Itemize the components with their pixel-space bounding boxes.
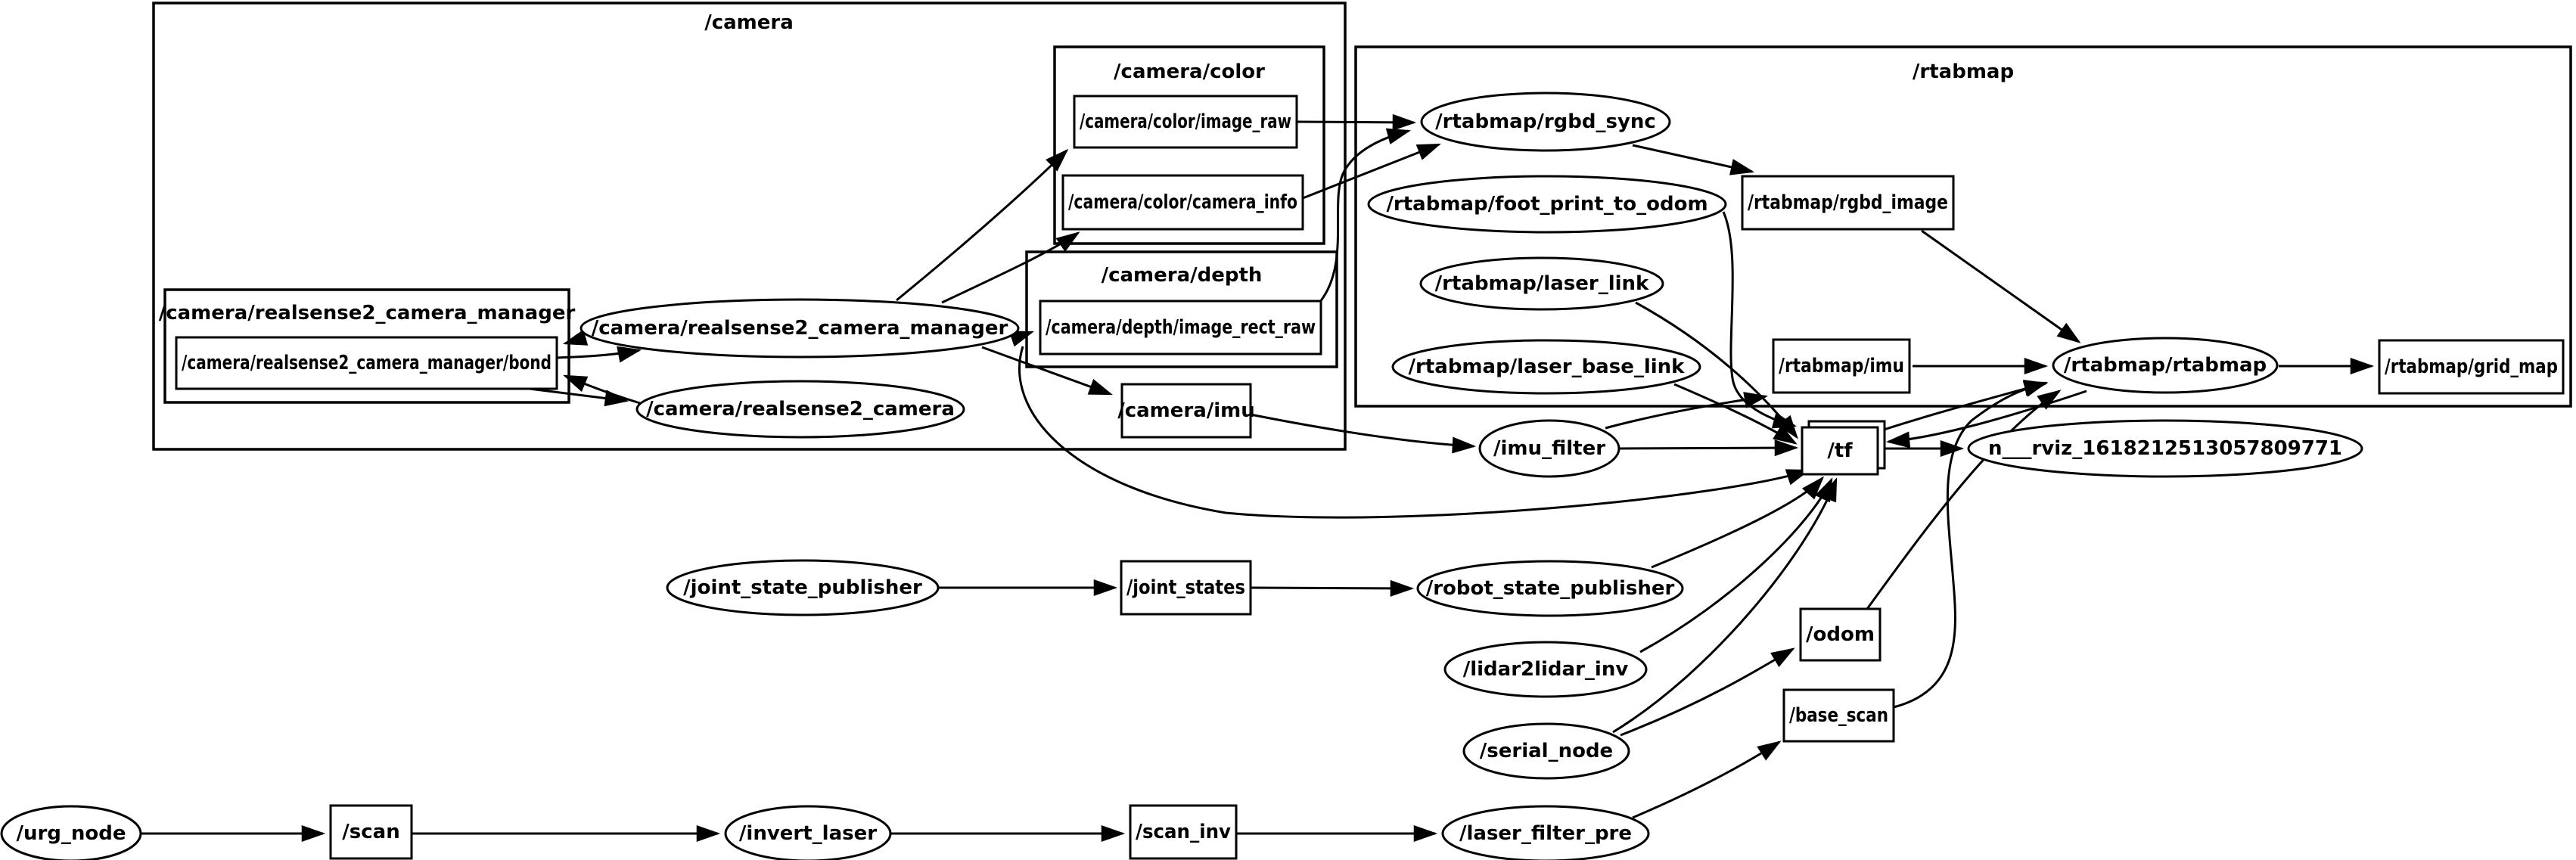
- edge-camera-realsense2-camera-manager-node-to-camera-depth-image-rect-raw-topic: [1008, 331, 1034, 347]
- edge-rtabmap-rgbd-image-topic-to-rtabmap-rtabmap-node: [1921, 229, 2081, 343]
- rtabmap-rgbd-sync-node: [1420, 92, 1671, 152]
- edge-camera-color-camera-info-topic-to-rtabmap-rgbd-sync-node: [1302, 143, 1441, 200]
- cluster-label-camera: /camera: [704, 11, 794, 34]
- scan-inv-topic-label: /scan_inv: [1136, 821, 1231, 843]
- laser-filter-pre-node: [1441, 805, 1650, 860]
- cluster-camera-color: [1053, 45, 1325, 245]
- camera-imu-topic: [1120, 383, 1252, 439]
- base-scan-topic: [1782, 688, 1895, 743]
- cluster-label-camera-manager-group: /camera/realsense2_camera_manager: [159, 302, 576, 324]
- base-scan-topic-label: /base_scan: [1789, 704, 1888, 727]
- rtabmap-imu-topic-label: /rtabmap/imu: [1779, 355, 1904, 377]
- scan-topic: [329, 804, 413, 860]
- rtabmap-laser-link-node: [1419, 256, 1664, 311]
- serial-node-label: /serial_node: [1480, 740, 1613, 762]
- rviz-node: [1967, 419, 2363, 478]
- joint-states-topic-label: /joint_states: [1126, 576, 1245, 599]
- edge-camera-realsense2-camera-manager-bond-topic-to-camera-realsense2-camera-manager-node: [556, 346, 642, 363]
- rtabmap-rgbd-sync-node-label: /rtabmap/rgbd_sync: [1435, 110, 1656, 133]
- edge-camera-depth-image-rect-raw-topic-to-rtabmap-rgbd-sync-node: [1318, 128, 1412, 303]
- cluster-label-camera-depth: /camera/depth: [1102, 264, 1263, 287]
- edge-camera-realsense2-camera-manager-node-to-camera-color-camera-info-topic: [941, 231, 1080, 304]
- rtabmap-grid-map-topic-label: /rtabmap/grid_map: [2385, 355, 2558, 378]
- joint-state-publisher-node-label: /joint_state_publisher: [683, 576, 922, 599]
- cluster-label-rtabmap: /rtabmap: [1913, 61, 2014, 83]
- odom-topic: [1799, 607, 1882, 662]
- camera-depth-image-rect-raw-topic: [1039, 300, 1322, 355]
- camera-depth-image-rect-raw-topic-label: /camera/depth/image_rect_raw: [1046, 316, 1316, 339]
- camera-realsense2-camera-node: [635, 380, 965, 439]
- edge-camera-realsense2-camera-manager-node-to-camera-color-image-raw-topic: [896, 148, 1069, 302]
- cluster-camera-manager-group: [163, 288, 570, 404]
- scan-inv-topic: [1129, 804, 1238, 860]
- camera-realsense2-camera-manager-bond-topic: [175, 336, 558, 390]
- cluster-camera-depth: [1025, 250, 1338, 368]
- camera-realsense2-camera-manager-bond-topic-label: /camera/realsense2_camera_manager/bond: [182, 352, 552, 374]
- laser-filter-pre-node-label: /laser_filter_pre: [1459, 822, 1632, 845]
- camera-realsense2-camera-manager-node-label: /camera/realsense2_camera_manager: [592, 317, 1008, 340]
- rtabmap-rtabmap-node: [2052, 337, 2279, 394]
- rtabmap-foot-print-to-odom-node: [1367, 175, 1727, 234]
- camera-realsense2-camera-node-label: /camera/realsense2_camera: [646, 398, 955, 421]
- edge-rtabmap-rgbd-sync-node-to-rtabmap-rgbd-image-topic: [1632, 144, 1755, 175]
- rtabmap-rgbd-image-topic-label: /rtabmap/rgbd_image: [1748, 191, 1948, 214]
- rtabmap-laser-base-link-node: [1391, 339, 1701, 395]
- urg-node-label: /urg_node: [16, 822, 126, 845]
- edge-camera-realsense2-camera-node-to-camera-realsense2-camera-manager-bond-topic: [563, 374, 641, 405]
- invert-laser-node: [724, 805, 892, 860]
- cluster-label-camera-color: /camera/color: [1114, 61, 1265, 83]
- edge-laser-filter-pre-node-to-base-scan-topic: [1632, 740, 1782, 819]
- imu-filter-node: [1478, 419, 1620, 478]
- tf-topic: [1801, 426, 1879, 476]
- edge-serial-node-to-odom-topic: [1620, 647, 1795, 737]
- robot-state-publisher-node: [1416, 560, 1684, 617]
- edge-tf-topic-to-rtabmap-rtabmap-node: [1878, 380, 2049, 433]
- edge-rtabmap-rtabmap-node-to-tf-topic: [1885, 390, 2087, 449]
- joint-states-topic: [1120, 560, 1252, 616]
- robot-state-publisher-node-label: /robot_state_publisher: [1426, 577, 1675, 600]
- edge-rtabmap-laser-base-link-node-to-tf-topic: [1673, 383, 1798, 445]
- scan-topic-label: /scan: [342, 821, 399, 843]
- edge-camera-realsense2-camera-manager-bond-topic-to-camera-realsense2-camera-node: [529, 387, 629, 407]
- rtabmap-rgbd-image-topic: [1741, 175, 1955, 231]
- imu-filter-node-label: /imu_filter: [1493, 437, 1605, 460]
- camera-color-camera-info-topic-label: /camera/color/camera_info: [1068, 191, 1297, 214]
- odom-topic-label: /odom: [1806, 623, 1875, 646]
- edge-serial-node-to-tf-topic: [1612, 477, 1838, 734]
- camera-color-image-raw-topic-label: /camera/color/image_raw: [1080, 110, 1291, 133]
- edge-camera-realsense2-camera-manager-node-to-camera-realsense2-camera-manager-bond-topic: [562, 329, 589, 346]
- rtabmap-laser-base-link-node-label: /rtabmap/laser_base_link: [1409, 355, 1686, 378]
- edge-camera-realsense2-camera-manager-node-to-tf-topic: [1018, 346, 1810, 519]
- camera-color-camera-info-topic: [1061, 174, 1304, 231]
- edge-camera-realsense2-camera-manager-node-to-camera-imu-topic: [981, 346, 1113, 396]
- camera-realsense2-camera-manager-node: [580, 298, 1020, 359]
- camera-color-image-raw-topic: [1073, 95, 1298, 149]
- rtabmap-foot-print-to-odom-node-label: /rtabmap/foot_print_to_odom: [1386, 193, 1707, 216]
- tf-topic-label: /tf: [1827, 439, 1853, 462]
- rtabmap-grid-map-topic: [2378, 339, 2565, 395]
- camera-imu-topic-label: /camera/imu: [1117, 399, 1255, 422]
- edge-imu-filter-node-to-rtabmap-imu-topic: [1605, 392, 1769, 430]
- cluster-camera: [152, 2, 1347, 451]
- edge-rtabmap-foot-print-to-odom-node-to-tf-topic: [1722, 211, 1798, 429]
- edge-rtabmap-laser-link-node-to-tf-topic: [1635, 301, 1798, 439]
- edge-odom-topic-to-rtabmap-rtabmap-node: [1866, 390, 2062, 610]
- lidar2lidar-inv-node: [1443, 641, 1648, 698]
- joint-state-publisher-node: [666, 559, 940, 616]
- rtabmap-imu-topic: [1772, 338, 1911, 394]
- serial-node: [1462, 722, 1630, 780]
- rviz-node-label: n___rviz_1618212513057809771: [1988, 437, 2342, 460]
- rtabmap-rtabmap-node-label: /rtabmap/rtabmap: [2064, 354, 2267, 377]
- edge-robot-state-publisher-node-to-tf-topic: [1651, 476, 1825, 569]
- edge-camera-imu-topic-to-imu-filter-node: [1250, 413, 1477, 454]
- rtabmap-laser-link-node-label: /rtabmap/laser_link: [1435, 272, 1649, 295]
- invert-laser-node-label: /invert_laser: [739, 822, 877, 845]
- edge-base-scan-topic-to-rtabmap-rtabmap-node: [1893, 380, 2049, 709]
- edge-camera-color-image-raw-topic-to-rtabmap-rgbd-sync-node: [1296, 113, 1417, 131]
- lidar2lidar-inv-node-label: /lidar2lidar_inv: [1463, 658, 1629, 681]
- urg-node: [0, 805, 142, 860]
- edge-imu-filter-node-to-tf-topic: [1618, 439, 1799, 457]
